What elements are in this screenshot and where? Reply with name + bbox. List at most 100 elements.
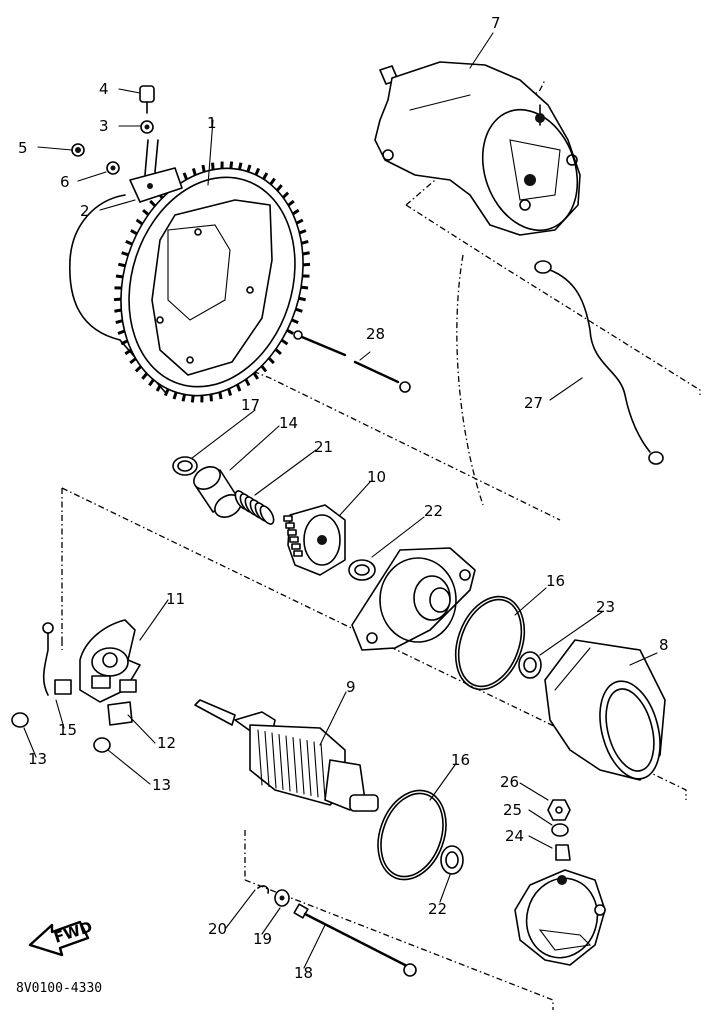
callout-21: 21 [314,438,333,456]
gear-tooth [291,318,299,325]
gear-tooth [149,199,157,208]
gear-tooth [135,218,144,226]
gear-tooth [191,168,197,176]
armature-segment [257,729,263,786]
gear-tooth [229,161,234,169]
gear-tooth [182,172,189,181]
gear-tooth [274,348,282,356]
pinion-tooth [289,536,299,543]
bracket-assembly [71,85,183,203]
gear-tooth [301,239,309,245]
starter-cable [293,330,411,393]
rear-cover-assembly [514,799,606,966]
callout-24: 24 [505,827,524,845]
callout-leaders [23,32,658,969]
armature-segment [306,739,312,797]
gear-tooth [218,391,223,400]
gear-tooth [201,164,206,173]
gear-tooth [113,297,122,302]
callout-14: 14 [279,414,298,432]
spring [234,490,275,525]
gear-tooth [141,372,148,380]
armature-segment [292,736,298,794]
armature-segment [299,738,305,795]
armature [194,699,379,812]
gear-tooth [134,365,142,373]
part-code: 8V0100-4330 [16,981,102,996]
spring-coil [259,505,275,525]
pinion-teeth [283,515,303,557]
gear-tooth [120,339,129,346]
gear-tooth [286,328,294,335]
gear-tooth [115,319,123,325]
gear-tooth [246,164,252,173]
callout-1: 1 [207,114,217,132]
lower-seals [377,789,464,881]
callout-22-lower: 22 [428,900,447,918]
callout-22-upper: 22 [424,502,443,520]
armature-windings [257,729,326,800]
callout-23: 23 [596,598,615,616]
gear-tooth [148,378,155,387]
gear-tooth [252,372,259,380]
gear-tooth [300,285,309,290]
callout-10: 10 [367,468,386,486]
gear-tooth [190,395,195,403]
callout-11: 11 [166,590,185,608]
gear-tooth [302,251,310,256]
callout-4: 4 [99,80,109,98]
callout-19: 19 [253,930,272,948]
gear-tooth [235,383,242,392]
gear-tooth [244,378,251,387]
gear-tooth [114,308,122,313]
callout-27: 27 [524,394,543,412]
armature-segment [264,730,270,788]
callout-28: 28 [366,325,385,343]
gear-tooth [163,388,170,397]
callout-13-center: 13 [152,776,171,794]
gear-tooth [298,296,306,302]
through-bolts [257,885,417,977]
gear-tooth [276,184,283,192]
armature-segment [320,742,326,800]
gear-tooth [124,348,133,356]
callout-labels: 1 2 3 4 5 6 7 8 9 10 11 12 13 13 14 15 1… [18,14,669,982]
gear-tooth [269,177,276,186]
gear-tooth [238,162,243,170]
starter-motor-assembly [374,61,581,236]
armature-segment [271,732,277,789]
gear-tooth [118,262,126,268]
gear-tooth [211,162,215,170]
gear-tooth [121,251,129,257]
callout-20: 20 [208,920,227,938]
gear-tooth [181,394,186,402]
gear-tooth [130,229,138,236]
pinion-tooth [293,550,303,557]
gear-tooth [282,191,290,199]
gear-tooth [280,338,289,346]
gear-tooth [209,394,213,402]
lead-wire [534,260,664,465]
gear-tooth [291,208,300,216]
armature-segment [313,741,319,798]
pinion-tooth [283,515,293,522]
brush-holder-assembly [11,619,141,753]
ring-gear [69,161,311,403]
callout-7: 7 [491,14,501,32]
exploded-guide-lines [61,79,701,1010]
callout-26: 26 [500,773,519,791]
gear-tooth [298,229,307,235]
callout-16-lower: 16 [451,751,470,769]
callout-9: 9 [346,678,356,696]
callout-6: 6 [60,173,70,191]
gear-tooth [227,388,233,396]
armature-segment [278,733,284,791]
gear-tooth [142,208,150,216]
pinion-tooth [287,529,297,536]
gear-tooth [302,262,311,267]
callout-25: 25 [503,801,522,819]
pinion-tooth [291,543,301,550]
fwd-arrow-icon: FWD [28,918,95,957]
callout-13-left: 13 [28,750,47,768]
